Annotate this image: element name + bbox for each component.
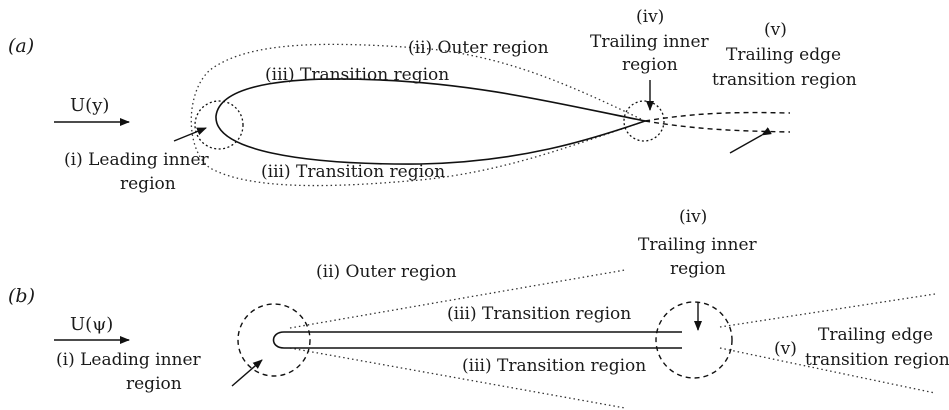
trailing-edge-label-a-1: (v) — [764, 20, 787, 40]
leading-arrow-a — [173, 127, 207, 142]
panel-b: (b) U(ψ) (ii) Outer region (iii) Transit… — [8, 207, 949, 409]
outer-region-boundary-a — [190, 43, 646, 187]
transition-lower-label-b: (iii) Transition region — [462, 356, 646, 376]
flow-symbol-a: U(y) — [70, 95, 109, 116]
trailing-ray-lower-b — [719, 347, 936, 394]
outer-region-label-b: (ii) Outer region — [316, 262, 457, 282]
trailing-edge-arrow-a — [729, 127, 772, 154]
leading-inner-circle-b — [237, 303, 311, 377]
transition-lower-label-a: (iii) Transition region — [261, 162, 445, 182]
trailing-inner-label-a-1: (iv) — [636, 7, 664, 27]
flow-symbol-b: U(ψ) — [70, 314, 113, 335]
trailing-edge-label-b-1: Trailing edge — [818, 325, 933, 345]
transition-upper-label-b: (iii) Transition region — [447, 304, 631, 324]
flat-plate-b — [272, 331, 682, 349]
leading-inner-label-b-2: region — [126, 374, 182, 394]
trailing-inner-circle-b — [655, 301, 733, 379]
leading-inner-label-a-2: region — [120, 174, 176, 194]
leading-arrow-b — [231, 359, 263, 387]
trailing-edge-tag-b: (v) — [774, 339, 797, 359]
transition-upper-label-a: (iii) Transition region — [265, 65, 449, 85]
trailing-inner-label-b-3: region — [670, 259, 726, 279]
panel-b-tag: (b) — [8, 285, 35, 307]
trailing-inner-label-a-3: region — [622, 55, 678, 75]
trailing-inner-label-b-1: (iv) — [679, 207, 707, 227]
wake-lower-a — [644, 120, 791, 133]
trailing-inner-circle-a — [623, 100, 665, 142]
trailing-edge-label-a-3: transition region — [712, 70, 857, 90]
leading-inner-label-a-1: (i) Leading inner — [64, 150, 210, 170]
trailing-edge-label-a-2: Trailing edge — [726, 45, 841, 65]
outer-region-label-a: (ii) Outer region — [408, 38, 549, 58]
trailing-inner-label-a-2: Trailing inner — [590, 32, 710, 52]
airfoil-a — [215, 78, 646, 165]
outer-ray-lower-b — [289, 347, 626, 409]
trailing-edge-label-b-2: transition region — [805, 350, 949, 370]
panel-a: (a) U(y) (ii) Outer region (iii) Transit… — [8, 7, 857, 194]
trailing-ray-upper-b — [719, 293, 936, 328]
trailing-inner-label-b-2: Trailing inner — [638, 235, 758, 255]
panel-a-tag: (a) — [8, 35, 34, 57]
leading-inner-circle-a — [194, 100, 244, 150]
leading-inner-label-b-1: (i) Leading inner — [56, 350, 202, 370]
wake-upper-a — [644, 111, 791, 122]
